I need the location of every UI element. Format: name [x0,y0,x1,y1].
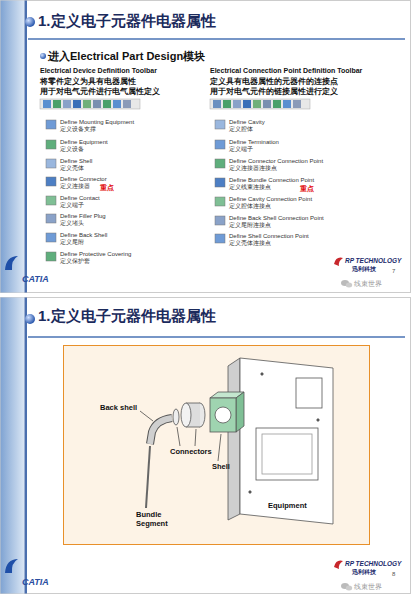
command-name: 定义端子 [60,202,84,209]
title-bullet [25,314,35,324]
toolbar-note: 将零件定义为具有电器属性 [40,78,136,87]
highlight-mark: 重点 [100,184,114,191]
highlight-mark: 重点 [300,185,314,192]
illustration-panel: Back shellConnectorsShellBundle Segment E… [63,345,370,545]
command-name: Define Cavity [229,119,265,126]
command-name: Define Back Shell [60,232,107,239]
command-name: 定义壳体连接点 [229,240,271,247]
page-number: 7 [392,268,395,275]
rp-logo [334,258,343,266]
command-name: 定义尾附连接点 [229,222,271,229]
bundle-segment [146,446,150,508]
toolbar-icons [40,99,310,109]
watermark: 线束世界 [354,583,382,591]
command-name: 定义壳体 [60,165,84,172]
command-name: 定义线束连接点 [229,184,271,191]
brand-logo: CATIA [22,274,49,284]
brand-logo: CATIA [22,577,49,587]
command-icons [46,120,225,261]
title-bullet [25,17,35,27]
connector-parts [173,403,205,427]
section-heading: 进入Electrical Part Design模块 [48,50,205,63]
ds-logo [5,559,18,573]
part-label: Bundle Segment [136,511,176,528]
command-name: 定义连接器连接点 [229,165,277,172]
command-name: Define Mounting Equipment [60,119,134,126]
wechat-icon [346,283,352,288]
slide-title: 1.定义电子元器件电器属性 [38,307,216,324]
rp-logo [334,561,343,569]
toolbar-title: Electrical Device Definition Toolbar [40,67,157,75]
leader-lines [140,411,221,461]
toolbar-note: 定义具有电器属性的元器件的连接点 [210,78,338,87]
back-shell [150,418,172,444]
title-rule [28,336,405,338]
heading-bullet [40,53,46,59]
page-number: 8 [392,571,395,578]
command-name: Define Shell Connection Point [229,233,309,240]
side-band [1,298,25,594]
wechat-icon [346,586,352,591]
command-name: Define Shell [60,158,92,165]
toolbar-note: 用于对电气元件进行电气属性定义 [40,88,160,97]
command-name: 定义设备支撑 [60,126,96,133]
toolbar-title: Electrical Connection Point Definition T… [210,67,362,75]
command-name: Define Filler Plug [60,213,106,220]
panel-fill [63,345,370,545]
command-name: Define Bundle Connection Point [229,177,314,184]
side-stripe [25,298,28,594]
title-rule [28,38,405,40]
command-name: Define Contact [60,195,100,202]
company-logo: 迅利科技 [352,569,376,576]
watermark: 线束世界 [354,280,382,288]
part-label: Equipment [268,502,307,511]
command-name: Define Connector [60,176,107,183]
command-name: Define Termination [229,139,279,146]
command-name: Define Back Shell Connection Point [229,215,324,222]
command-name: Define Protective Covering [60,251,131,258]
side-stripe [25,1,28,293]
command-name: 定义保护套 [60,258,90,265]
command-name: 定义堵头 [60,220,84,227]
side-band [1,1,25,293]
company-logo: 迅利科技 [352,266,376,273]
slide-frame [1,1,411,293]
command-name: 定义设备 [60,146,84,153]
slide-title: 1.定义电子元器件电器属性 [38,12,216,29]
slide: 1.定义电子元器件电器属性 Back shellConnectorsShellBu… [0,297,411,594]
command-name: 定义腔体 [229,126,253,133]
command-name: Define Equipment [60,139,108,146]
company-logo: RP TECHNOLOGY [345,257,401,264]
command-name: 定义端子 [229,146,253,153]
command-name: 定义连接器 [60,183,90,190]
shell-box [210,392,244,432]
part-label: Connectors [170,448,212,457]
slide-frame [1,298,411,594]
command-name: 定义腔体连接点 [229,203,271,210]
command-name: Define Cavity Connection Point [229,196,312,203]
part-label: Back shell [100,404,137,413]
command-name: Define Connector Connection Point [229,158,323,165]
toolbar-note: 用于对电气元件的链接属性进行定义 [210,88,338,97]
command-name: 定义尾附 [60,239,84,246]
equipment-plate [228,358,333,524]
company-logo: RP TECHNOLOGY [345,560,401,567]
part-label: Shell [212,463,230,472]
ds-logo [5,256,18,270]
